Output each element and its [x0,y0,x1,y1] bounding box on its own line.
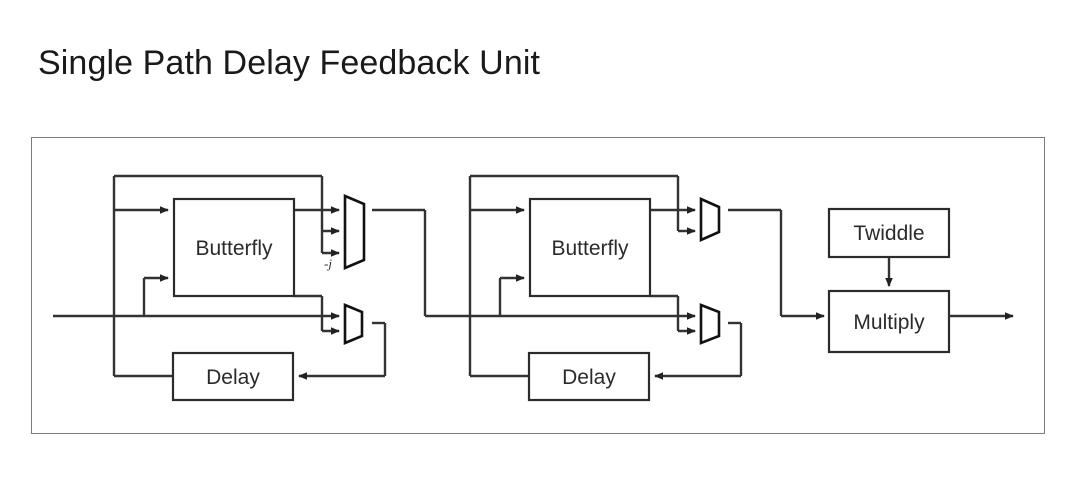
twiddle-block [827,207,951,259]
delay-block-2 [527,351,651,402]
mux-2-top [699,196,721,243]
mux-1-bottom [343,303,364,345]
mux-1-top [343,194,366,270]
multiply-block-label: Multiply [853,311,925,334]
butterfly-block-1-label: Butterfly [195,237,273,260]
delay-block-1-label: Delay [206,366,260,389]
mux-1-top-coefficient-label: -j [324,256,332,271]
mux-2-bottom [699,303,721,345]
butterfly-block-2-label: Butterfly [551,237,629,260]
delay-block-2-label: Delay [562,366,616,389]
multiply-block [827,289,951,354]
stage-2-wiring [468,174,825,380]
stage-1-wiring [112,174,678,380]
delay-block-1 [171,351,295,402]
butterfly-block-1 [172,197,296,298]
butterfly-block-2 [528,197,652,298]
page-title: Single Path Delay Feedback Unit [38,44,541,82]
twiddle-block-label: Twiddle [853,222,924,245]
